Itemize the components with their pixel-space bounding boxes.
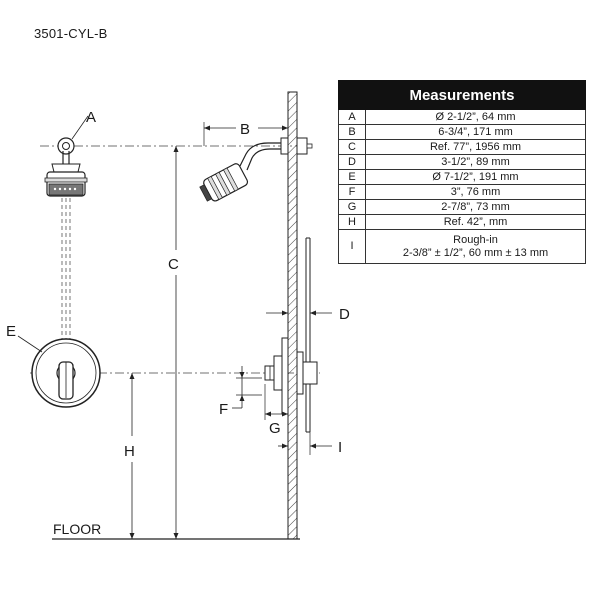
valve-trim-front-icon: [31, 338, 101, 408]
row-label: G: [338, 199, 366, 215]
table-row: B 6-3/4”, 171 mm: [338, 124, 586, 140]
row-label: C: [338, 139, 366, 155]
table-row: A Ø 2-1/2”, 64 mm: [338, 109, 586, 125]
row-value: 6-3/4”, 171 mm: [365, 124, 586, 140]
shower-arm-side-icon: [239, 137, 313, 171]
floor-label: FLOOR: [53, 521, 101, 537]
row-value: Ø 7-1/2”, 191 mm: [365, 169, 586, 185]
dim-label-g: G: [269, 420, 281, 437]
showerhead-side-icon: [199, 163, 249, 202]
row-value-line1: Rough-in: [453, 233, 498, 246]
row-label: E: [338, 169, 366, 185]
front-view: [31, 137, 101, 408]
handle-side-icon: [264, 355, 283, 391]
row-label: H: [338, 214, 366, 230]
row-label: B: [338, 124, 366, 140]
dim-label-f: F: [219, 401, 228, 418]
table-title: Measurements: [338, 80, 586, 110]
dim-label-i: I: [338, 439, 342, 456]
table-row: F 3”, 76 mm: [338, 184, 586, 200]
row-value: Ref. 42”, mm: [365, 214, 586, 230]
row-value: 2-7/8”, 73 mm: [365, 199, 586, 215]
dim-label-a: A: [86, 109, 96, 126]
table-row: I Rough-in 2-3/8” ± 1/2”, 60 mm ± 13 mm: [338, 229, 586, 264]
showerhead-front-icon: [44, 163, 88, 197]
row-value: Ø 2-1/2”, 64 mm: [365, 109, 586, 125]
row-label: A: [338, 109, 366, 125]
table-row: D 3-1/2”, 89 mm: [338, 154, 586, 170]
row-label: D: [338, 154, 366, 170]
row-label: F: [338, 184, 366, 200]
shower-arm-flange-icon: [57, 137, 75, 155]
row-value: Ref. 77”, 1956 mm: [365, 139, 586, 155]
side-view: [199, 137, 318, 433]
dim-label-e: E: [6, 323, 16, 340]
dim-label-b: B: [240, 121, 250, 138]
row-value: 3-1/2”, 89 mm: [365, 154, 586, 170]
row-value: 3”, 76 mm: [365, 184, 586, 200]
table-row: E Ø 7-1/2”, 191 mm: [338, 169, 586, 185]
model-number: 3501-CYL-B: [34, 26, 108, 41]
row-value: Rough-in 2-3/8” ± 1/2”, 60 mm ± 13 mm: [365, 229, 586, 264]
dim-label-h: H: [124, 443, 135, 460]
valve-body-side-icon: [281, 237, 318, 433]
dim-label-d: D: [339, 306, 350, 323]
table-row: G 2-7/8”, 73 mm: [338, 199, 586, 215]
table-row: C Ref. 77”, 1956 mm: [338, 139, 586, 155]
dim-label-c: C: [168, 256, 179, 273]
table-row: H Ref. 42”, mm: [338, 214, 586, 230]
measurements-table: Measurements A Ø 2-1/2”, 64 mm B 6-3/4”,…: [338, 80, 586, 264]
row-label: I: [338, 229, 366, 264]
wall-section: [287, 91, 298, 540]
row-value-line2: 2-3/8” ± 1/2”, 60 mm ± 13 mm: [402, 246, 549, 259]
